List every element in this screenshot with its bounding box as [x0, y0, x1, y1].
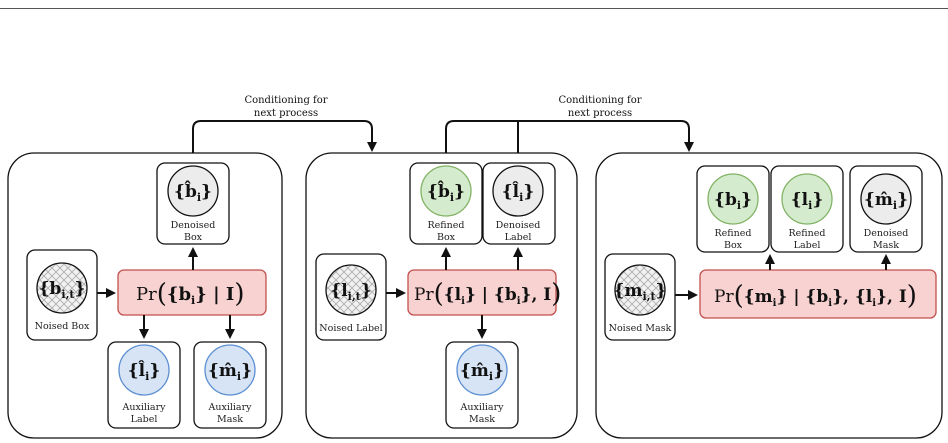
stage3-denoised-caption-2: Mask [873, 240, 899, 251]
stage1-prob-text: Pr({bi} | I) [136, 279, 244, 309]
stage1-aux-label-caption-2: Label [131, 414, 158, 425]
stage2-refined-caption-2: Box [437, 232, 456, 243]
stage3-refined-label-node: {li} Refined Label [770, 165, 844, 253]
stage3-refined-label-caption-2: Label [794, 240, 821, 251]
stage2-denoised-caption-1: Denoised [496, 220, 541, 231]
stage1-aux-mask-caption-1: Auxiliary [207, 402, 252, 413]
stage3-prob-text: Pr({mi} | {bi}, {li}, I) [714, 281, 917, 311]
stage2-denoised-node: {l̂i} Denoised Label [482, 162, 556, 245]
svg-text:{bi,t}: {bi,t} [39, 279, 86, 301]
svg-text:{li}: {li} [791, 190, 824, 212]
stage1-aux-mask-node: {m̂i} Auxiliary Mask [193, 341, 267, 429]
conditioning-label-2a: Conditioning for [558, 95, 641, 106]
stage1-noised-caption: Noised Box [35, 321, 90, 332]
stage3-denoised-caption-1: Denoised [864, 228, 909, 239]
stage2-aux-mask-caption-2: Mask [469, 414, 495, 425]
svg-text:{b̂i}: {b̂i} [427, 181, 465, 204]
stage1-probability-box: Pr({bi} | I) [117, 269, 267, 316]
svg-text:{b̂i}: {b̂i} [174, 181, 212, 204]
stage2-denoised-caption-2: Label [505, 232, 532, 243]
conditioning-label-2b: next process [568, 108, 632, 119]
stage2-prob-text: Pr({li} | {bi}, I) [414, 279, 561, 309]
stage2-refined-node: {b̂i} Refined Box [409, 162, 483, 245]
top-rule [0, 8, 948, 9]
stage3-noised-caption: Noised Mask [609, 323, 672, 334]
stage3-refined-label-caption-1: Refined [789, 228, 826, 239]
stage3-probability-box: Pr({mi} | {bi}, {li}, I) [699, 269, 937, 319]
stage2-aux-mask-caption-1: Auxiliary [459, 402, 504, 413]
conditioning-connector-2: Conditioning for next process [445, 95, 694, 162]
stage-1-panel: {bi,t} Noised Box Pr({bi} | I) {b̂i} Den… [7, 152, 283, 439]
svg-text:{li,t}: {li,t} [330, 281, 371, 303]
svg-text:{bi}: {bi} [714, 190, 752, 212]
stage3-refined-box-node: {bi} Refined Box [696, 165, 770, 253]
svg-text:{m̂i}: {m̂i} [208, 361, 252, 383]
svg-text:{l̂i}: {l̂i} [128, 361, 161, 383]
stage2-refined-caption-1: Refined [428, 220, 465, 231]
stage2-aux-mask-node: {m̂i} Auxiliary Mask [445, 341, 519, 429]
stage1-noised-node: {bi,t} Noised Box [26, 249, 98, 341]
stage2-noised-caption: Noised Label [319, 323, 382, 334]
stage2-noised-node: {li,t} Noised Label [315, 253, 387, 341]
conditioning-label-1a: Conditioning for [244, 95, 327, 106]
stage1-aux-label-caption-1: Auxiliary [121, 402, 166, 413]
svg-text:{mi,t}: {mi,t} [614, 281, 667, 303]
stage3-refined-box-caption-1: Refined [715, 228, 752, 239]
stage1-denoised-caption-2: Box [184, 232, 203, 243]
stage3-noised-node: {mi,t} Noised Mask [604, 253, 676, 341]
stage-3-panel: {mi,t} Noised Mask Pr({mi} | {bi}, {li},… [595, 152, 943, 439]
stage1-aux-label-node: {l̂i} Auxiliary Label [107, 341, 181, 429]
stage1-denoised-caption-1: Denoised [171, 220, 216, 231]
conditioning-label-1b: next process [254, 108, 318, 119]
stage3-denoised-node: {m̂i} Denoised Mask [849, 165, 923, 253]
stage3-refined-box-caption-2: Box [724, 240, 743, 251]
svg-text:{m̂i}: {m̂i} [864, 190, 908, 212]
conditioning-connector-1: Conditioning for next process [192, 95, 377, 162]
svg-text:{m̂i}: {m̂i} [460, 361, 504, 383]
stage1-aux-mask-caption-2: Mask [217, 414, 243, 425]
stage1-denoised-node: {b̂i} Denoised Box [156, 162, 230, 245]
svg-text:{l̂i}: {l̂i} [502, 182, 535, 204]
stage2-probability-box: Pr({li} | {bi}, I) [407, 269, 561, 316]
stage-2-panel: {li,t} Noised Label Pr({li} | {bi}, I) {… [305, 152, 578, 439]
